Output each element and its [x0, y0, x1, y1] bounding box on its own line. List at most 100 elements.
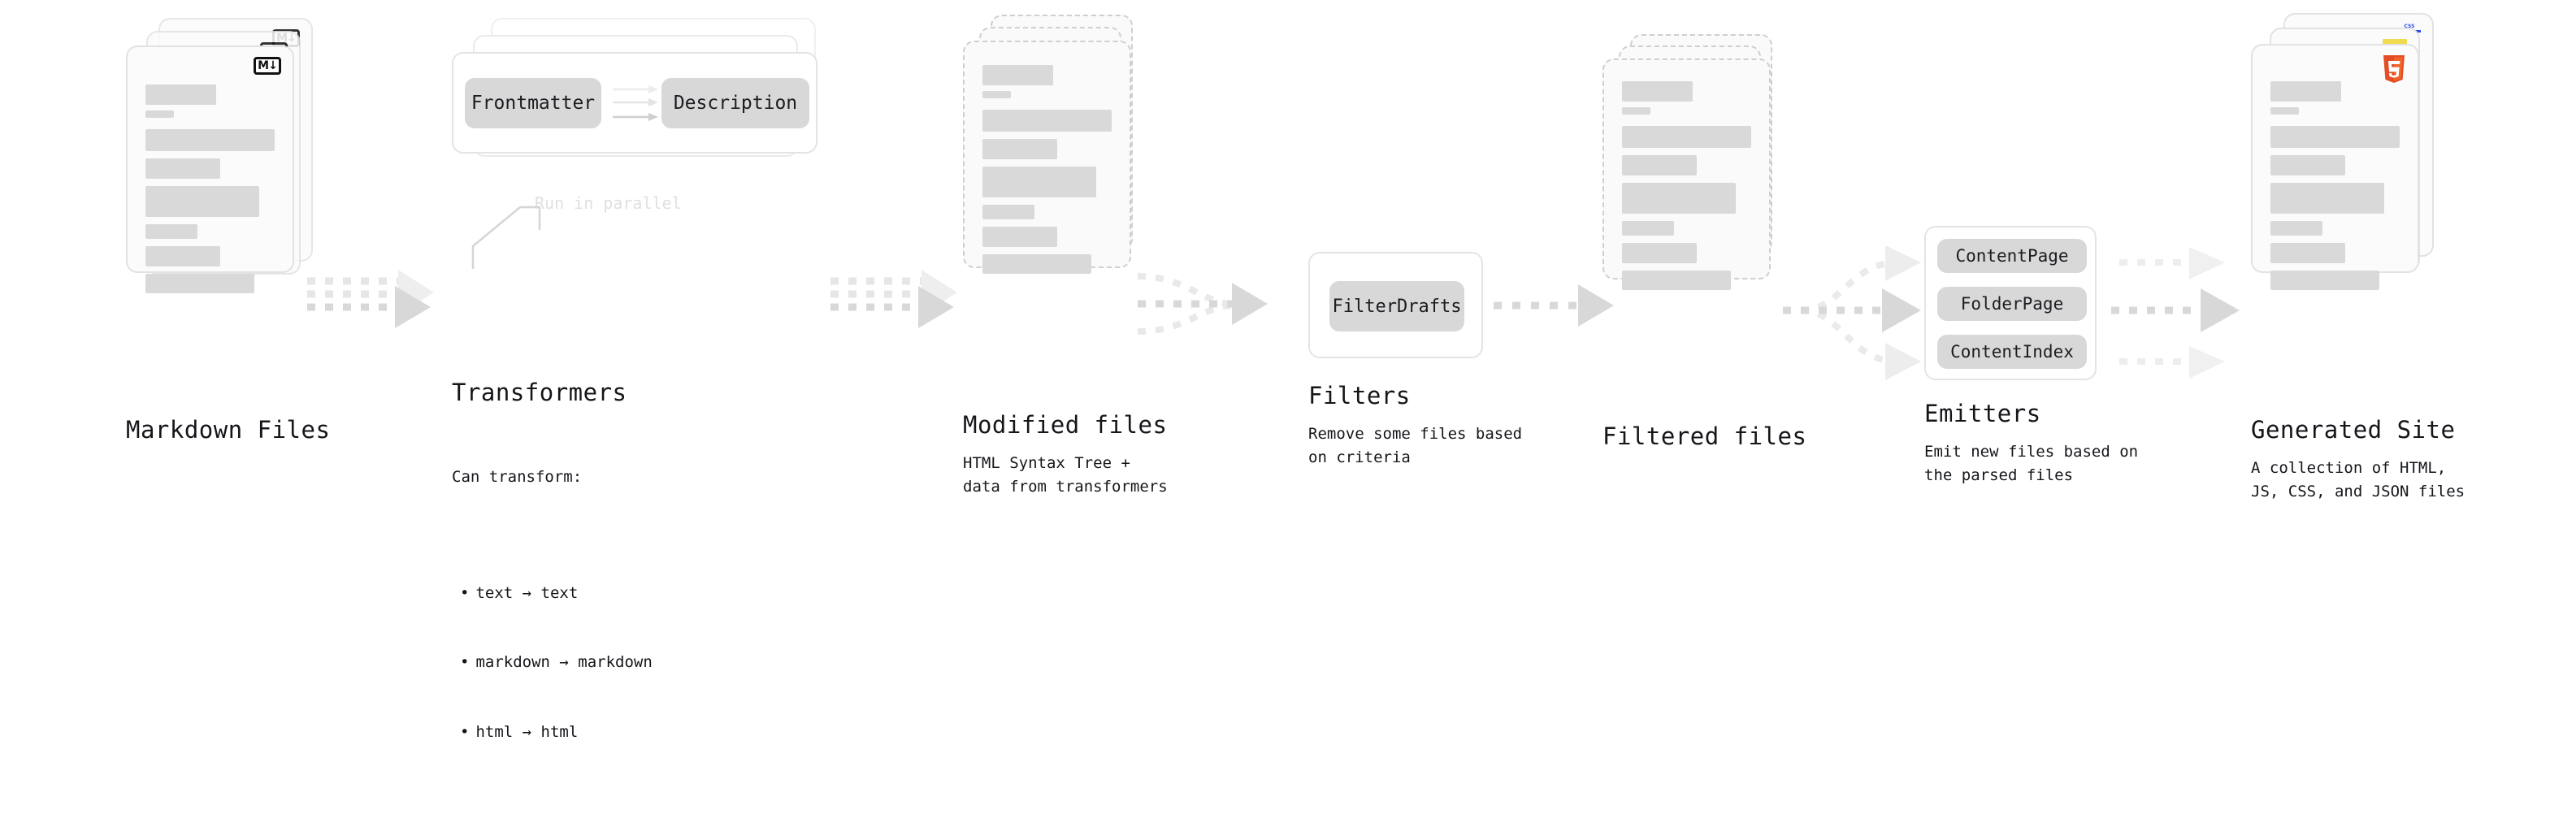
skeleton-line — [982, 139, 1058, 159]
skeleton-line — [2270, 107, 2299, 115]
emitter-pill-contentindex[interactable]: ContentIndex — [1937, 335, 2087, 369]
stage-markdown-files: M↓ M↓ M↓ Markdown Files — [126, 0, 330, 444]
markdown-card-front: M↓ — [126, 45, 294, 293]
stage-subtitle: Emit new files based on the parsed files — [1924, 443, 2139, 484]
stage-title: Emitters — [1924, 400, 2041, 427]
markdown-card-skeleton — [145, 84, 275, 301]
skeleton-line — [2270, 126, 2400, 148]
skeleton-line — [982, 65, 1054, 85]
transformer-pill-frontmatter[interactable]: Frontmatter — [465, 78, 601, 128]
generated-site-card-stack: CSS HTML — [2251, 0, 2446, 341]
connector-filters-to-filtered — [1494, 284, 1614, 327]
stage-subtitle: Remove some files based on criteria — [1308, 425, 1523, 466]
skeleton-line — [982, 205, 1034, 219]
connector-md-to-transformers — [307, 270, 434, 328]
stage-transformers: Run in parallel — [452, 0, 834, 741]
skeleton-line — [145, 84, 217, 105]
skeleton-line — [982, 167, 1096, 197]
html5-icon: HTML — [2382, 51, 2406, 84]
skeleton-line — [982, 91, 1011, 98]
stage-title: Markdown Files — [126, 416, 331, 444]
skeleton-line — [145, 158, 221, 179]
filters-box-stack: FilterDrafts — [1308, 0, 1495, 358]
modified-files-caption: Modified files HTML Syntax Tree + data f… — [963, 411, 1168, 498]
stage-title: Transformers — [452, 379, 627, 406]
stage-title: Modified files — [963, 411, 1168, 439]
skeleton-line — [982, 254, 1091, 274]
transformers-caption: Transformers Can transform: text → text … — [452, 379, 653, 836]
modified-card-skeleton — [982, 65, 1112, 281]
connector-filtered-to-emitters — [1783, 245, 1921, 380]
pipeline-diagram: M↓ M↓ M↓ Markdown Files — [0, 0, 2576, 681]
transformer-pill-description[interactable]: Description — [661, 78, 809, 128]
connector-modified-to-filters — [1137, 273, 1268, 335]
stage-subtitle: A collection of HTML, JS, CSS, and JSON … — [2251, 459, 2465, 500]
stage-title: Filtered files — [1602, 422, 1807, 450]
stage-subtitle: HTML Syntax Tree + data from transformer… — [963, 454, 1168, 496]
stage-filters: FilterDrafts Filters Remove some files b… — [1308, 0, 1522, 466]
transformers-box-stack: Frontmatter Description — [452, 0, 834, 187]
stage-emitters: ContentPage FolderPage ContentIndex Emit… — [1924, 0, 2138, 484]
skeleton-line — [1622, 183, 1736, 214]
connector-emitters-to-site — [2111, 247, 2240, 379]
stage-subtitle: Can transform: text → text markdown → ma… — [452, 419, 653, 836]
list-item: html → html — [452, 721, 653, 744]
run-in-parallel-label: Run in parallel — [535, 193, 682, 213]
skeleton-line — [145, 186, 259, 217]
emitters-box: ContentPage FolderPage ContentIndex — [1924, 226, 2097, 380]
list-item: text → text — [452, 582, 653, 605]
skeleton-line — [1622, 126, 1751, 148]
generated-site-caption: Generated Site A collection of HTML, JS,… — [2251, 416, 2465, 503]
skeleton-line — [2270, 271, 2379, 290]
parallel-bracket — [471, 206, 541, 269]
skeleton-line — [2270, 155, 2346, 175]
emitter-pill-contentpage[interactable]: ContentPage — [1937, 239, 2087, 273]
skeleton-line — [2270, 183, 2384, 214]
filters-box: FilterDrafts — [1308, 252, 1483, 358]
skeleton-line — [145, 129, 275, 151]
skeleton-line — [145, 274, 254, 293]
css-icon-label: CSS — [2404, 24, 2415, 29]
skeleton-line — [145, 224, 197, 239]
markdown-icon: M↓ — [254, 57, 281, 75]
transformer-box-front: Frontmatter Description — [452, 52, 817, 154]
list-item: markdown → markdown — [452, 651, 652, 674]
stage-generated-site: CSS HTML — [2251, 0, 2465, 500]
skeleton-line — [2270, 243, 2346, 263]
transform-lead: Can transform: — [452, 468, 583, 486]
markdown-files-card-stack: M↓ M↓ M↓ — [126, 0, 313, 325]
skeleton-line — [2270, 81, 2342, 102]
skeleton-line — [145, 110, 174, 118]
filtered-files-card-stack — [1602, 0, 1789, 325]
transformer-inner-arrows — [613, 85, 658, 121]
skeleton-line — [1622, 107, 1650, 115]
transform-bullet-list: text → text markdown → markdown html → h… — [452, 535, 653, 791]
emitters-caption: Emitters Emit new files based on the par… — [1924, 400, 2138, 487]
emitter-pill-folderpage[interactable]: FolderPage — [1937, 287, 2087, 321]
filter-pill-filterdrafts[interactable]: FilterDrafts — [1329, 281, 1464, 331]
filters-caption: Filters Remove some files based on crite… — [1308, 382, 1522, 469]
emitters-box-stack: ContentPage FolderPage ContentIndex — [1924, 0, 2111, 380]
filtered-card-front — [1602, 58, 1771, 290]
skeleton-line — [1622, 155, 1698, 175]
stage-filtered-files: Filtered files — [1602, 0, 1806, 450]
skeleton-line — [2270, 221, 2322, 236]
modified-files-card-stack — [963, 0, 1150, 325]
skeleton-line — [1622, 271, 1731, 290]
stage-title: Filters — [1308, 382, 1411, 409]
markdown-files-caption: Markdown Files — [126, 416, 330, 444]
filtered-files-caption: Filtered files — [1602, 422, 1806, 450]
skeleton-line — [1622, 221, 1674, 236]
generated-card-front-html: HTML — [2251, 44, 2419, 290]
skeleton-line — [1622, 81, 1693, 102]
stage-title: Generated Site — [2251, 416, 2456, 444]
generated-card-skeleton — [2270, 81, 2400, 297]
skeleton-line — [982, 227, 1058, 247]
filtered-card-skeleton — [1622, 81, 1751, 297]
svg-text:HTML: HTML — [2387, 55, 2401, 56]
skeleton-line — [1622, 243, 1698, 263]
skeleton-line — [145, 246, 221, 266]
modified-card-front — [963, 41, 1131, 274]
connector-transformers-to-modified — [830, 270, 957, 328]
skeleton-line — [982, 110, 1112, 132]
